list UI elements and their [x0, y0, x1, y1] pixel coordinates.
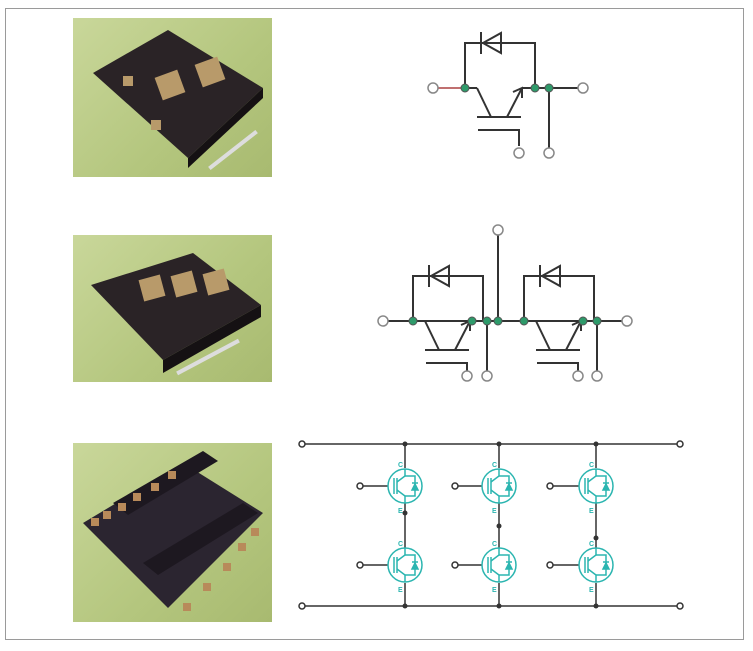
collector-label: C [589, 541, 594, 548]
emitter-label: E [589, 587, 594, 594]
emitter-label: E [589, 508, 594, 515]
collector-label: C [398, 541, 403, 548]
sixpack-igbt-diagram: C E C E C E C E C E C E [298, 440, 684, 610]
photo-single-module [73, 18, 272, 177]
photo-sixpack-module [73, 443, 272, 622]
figure-frame [5, 8, 744, 640]
collector-label: C [398, 462, 403, 469]
collector-label: C [492, 462, 497, 469]
emitter-label: E [398, 508, 403, 515]
module-image [83, 451, 263, 611]
emitter-label: E [492, 587, 497, 594]
dual-igbt-diagram [377, 224, 633, 382]
emitter-label: E [492, 508, 497, 515]
emitter-label: E [398, 587, 403, 594]
module-image [91, 253, 261, 376]
single-igbt-diagram [427, 31, 589, 159]
collector-label: C [589, 462, 594, 469]
collector-label: C [492, 541, 497, 548]
photo-dual-module [73, 235, 272, 382]
module-image [93, 30, 263, 171]
